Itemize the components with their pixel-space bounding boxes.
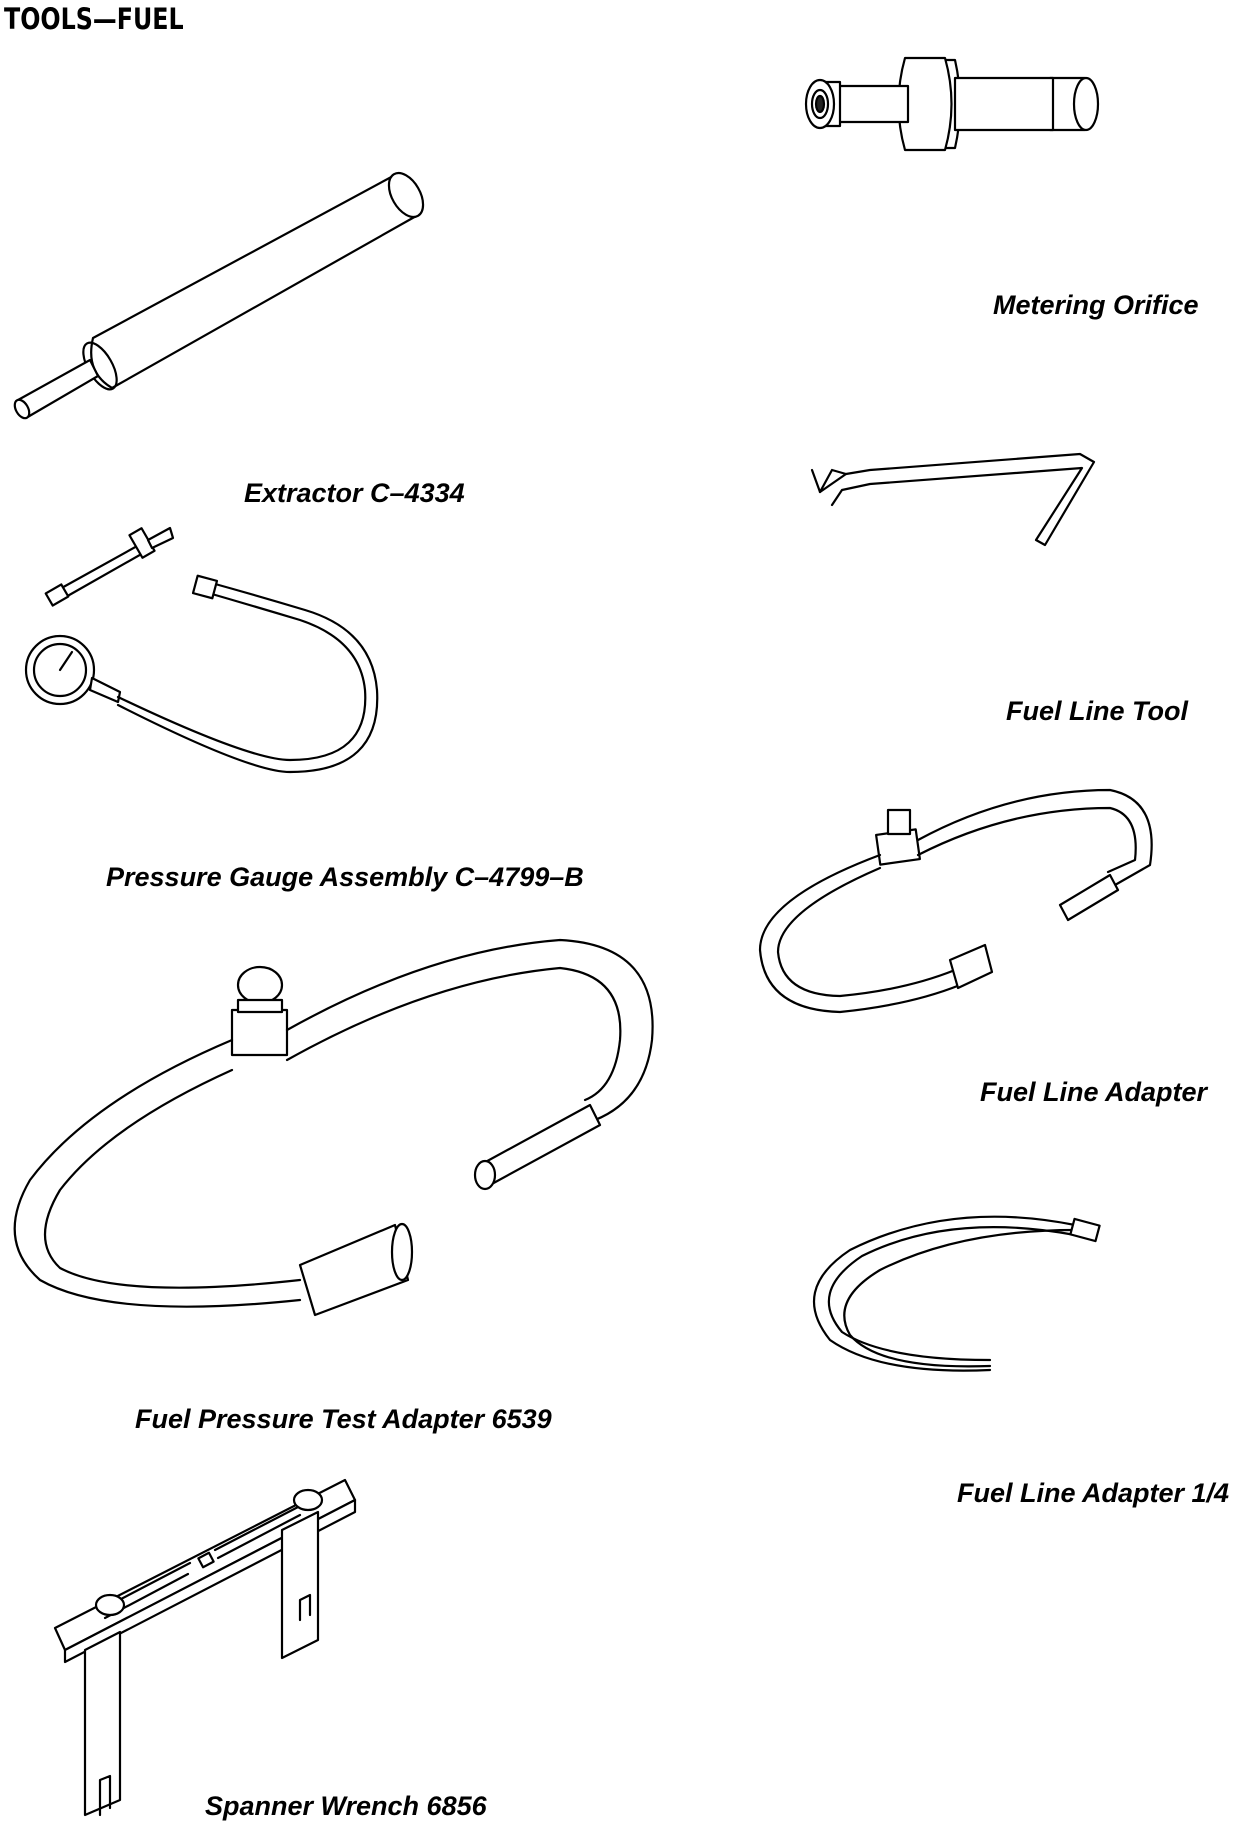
- fuel-line-adapter-quarter-icon: [812, 1215, 1101, 1372]
- tool-label-extractor: Extractor C–4334: [244, 478, 465, 508]
- extractor-icon: [13, 171, 425, 420]
- tool-label-spanner-wrench: Spanner Wrench 6856: [205, 1791, 487, 1821]
- tool-label-pressure-gauge: Pressure Gauge Assembly C–4799–B: [106, 862, 584, 892]
- tool-label-fuel-line-adapter: Fuel Line Adapter: [980, 1077, 1208, 1107]
- fuel-pressure-test-adapter-icon: [13, 938, 654, 1317]
- tool-label-fuel-line-tool: Fuel Line Tool: [1006, 696, 1188, 726]
- tool-label-fuel-pressure-test-adapter: Fuel Pressure Test Adapter 6539: [135, 1404, 552, 1434]
- fuel-line-tool-icon: [810, 452, 1096, 547]
- pressure-gauge-icon: [24, 526, 379, 774]
- page-title: TOOLS—FUEL: [4, 2, 184, 36]
- spanner-wrench-icon: [53, 1478, 357, 1817]
- fuel-line-adapter-icon: [758, 788, 1153, 1014]
- tool-label-fuel-line-adapter-quarter: Fuel Line Adapter 1/4: [957, 1478, 1230, 1508]
- tool-label-metering-orifice: Metering Orifice: [993, 290, 1199, 320]
- metering-orifice-icon: [804, 56, 1100, 152]
